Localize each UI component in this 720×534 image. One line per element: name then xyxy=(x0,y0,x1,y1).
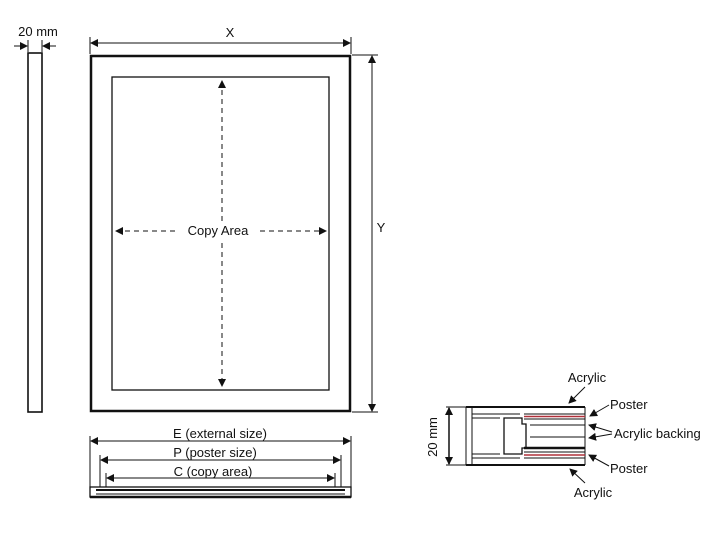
cross-thickness-label: 20 mm xyxy=(425,417,440,457)
width-label: X xyxy=(226,25,235,40)
poster-label: P (poster size) xyxy=(173,445,257,460)
height-label: Y xyxy=(377,220,386,235)
external-label: E (external size) xyxy=(173,426,267,441)
frame-outer xyxy=(89,54,352,413)
cross-section: 20 mm Acrylic Poster Acrylic backing Pos… xyxy=(425,370,701,500)
bottom-profile xyxy=(89,486,352,498)
copy-label: C (copy area) xyxy=(174,464,253,479)
top-acrylic-label: Acrylic xyxy=(568,370,607,385)
copy-area-rect xyxy=(111,76,330,391)
bottom-acrylic-label: Acrylic xyxy=(574,485,613,500)
bottom-poster-label: Poster xyxy=(610,461,648,476)
bottom-view: E (external size) P (poster size) C (cop… xyxy=(89,426,352,499)
copy-area-label: Copy Area xyxy=(188,223,249,238)
side-thickness-label: 20 mm xyxy=(18,24,58,39)
side-profile xyxy=(27,52,43,413)
acrylic-backing-label: Acrylic backing xyxy=(614,426,701,441)
front-view: X Y Copy Area xyxy=(89,25,386,413)
side-view: 20 mm xyxy=(14,24,58,413)
top-poster-label: Poster xyxy=(610,397,648,412)
